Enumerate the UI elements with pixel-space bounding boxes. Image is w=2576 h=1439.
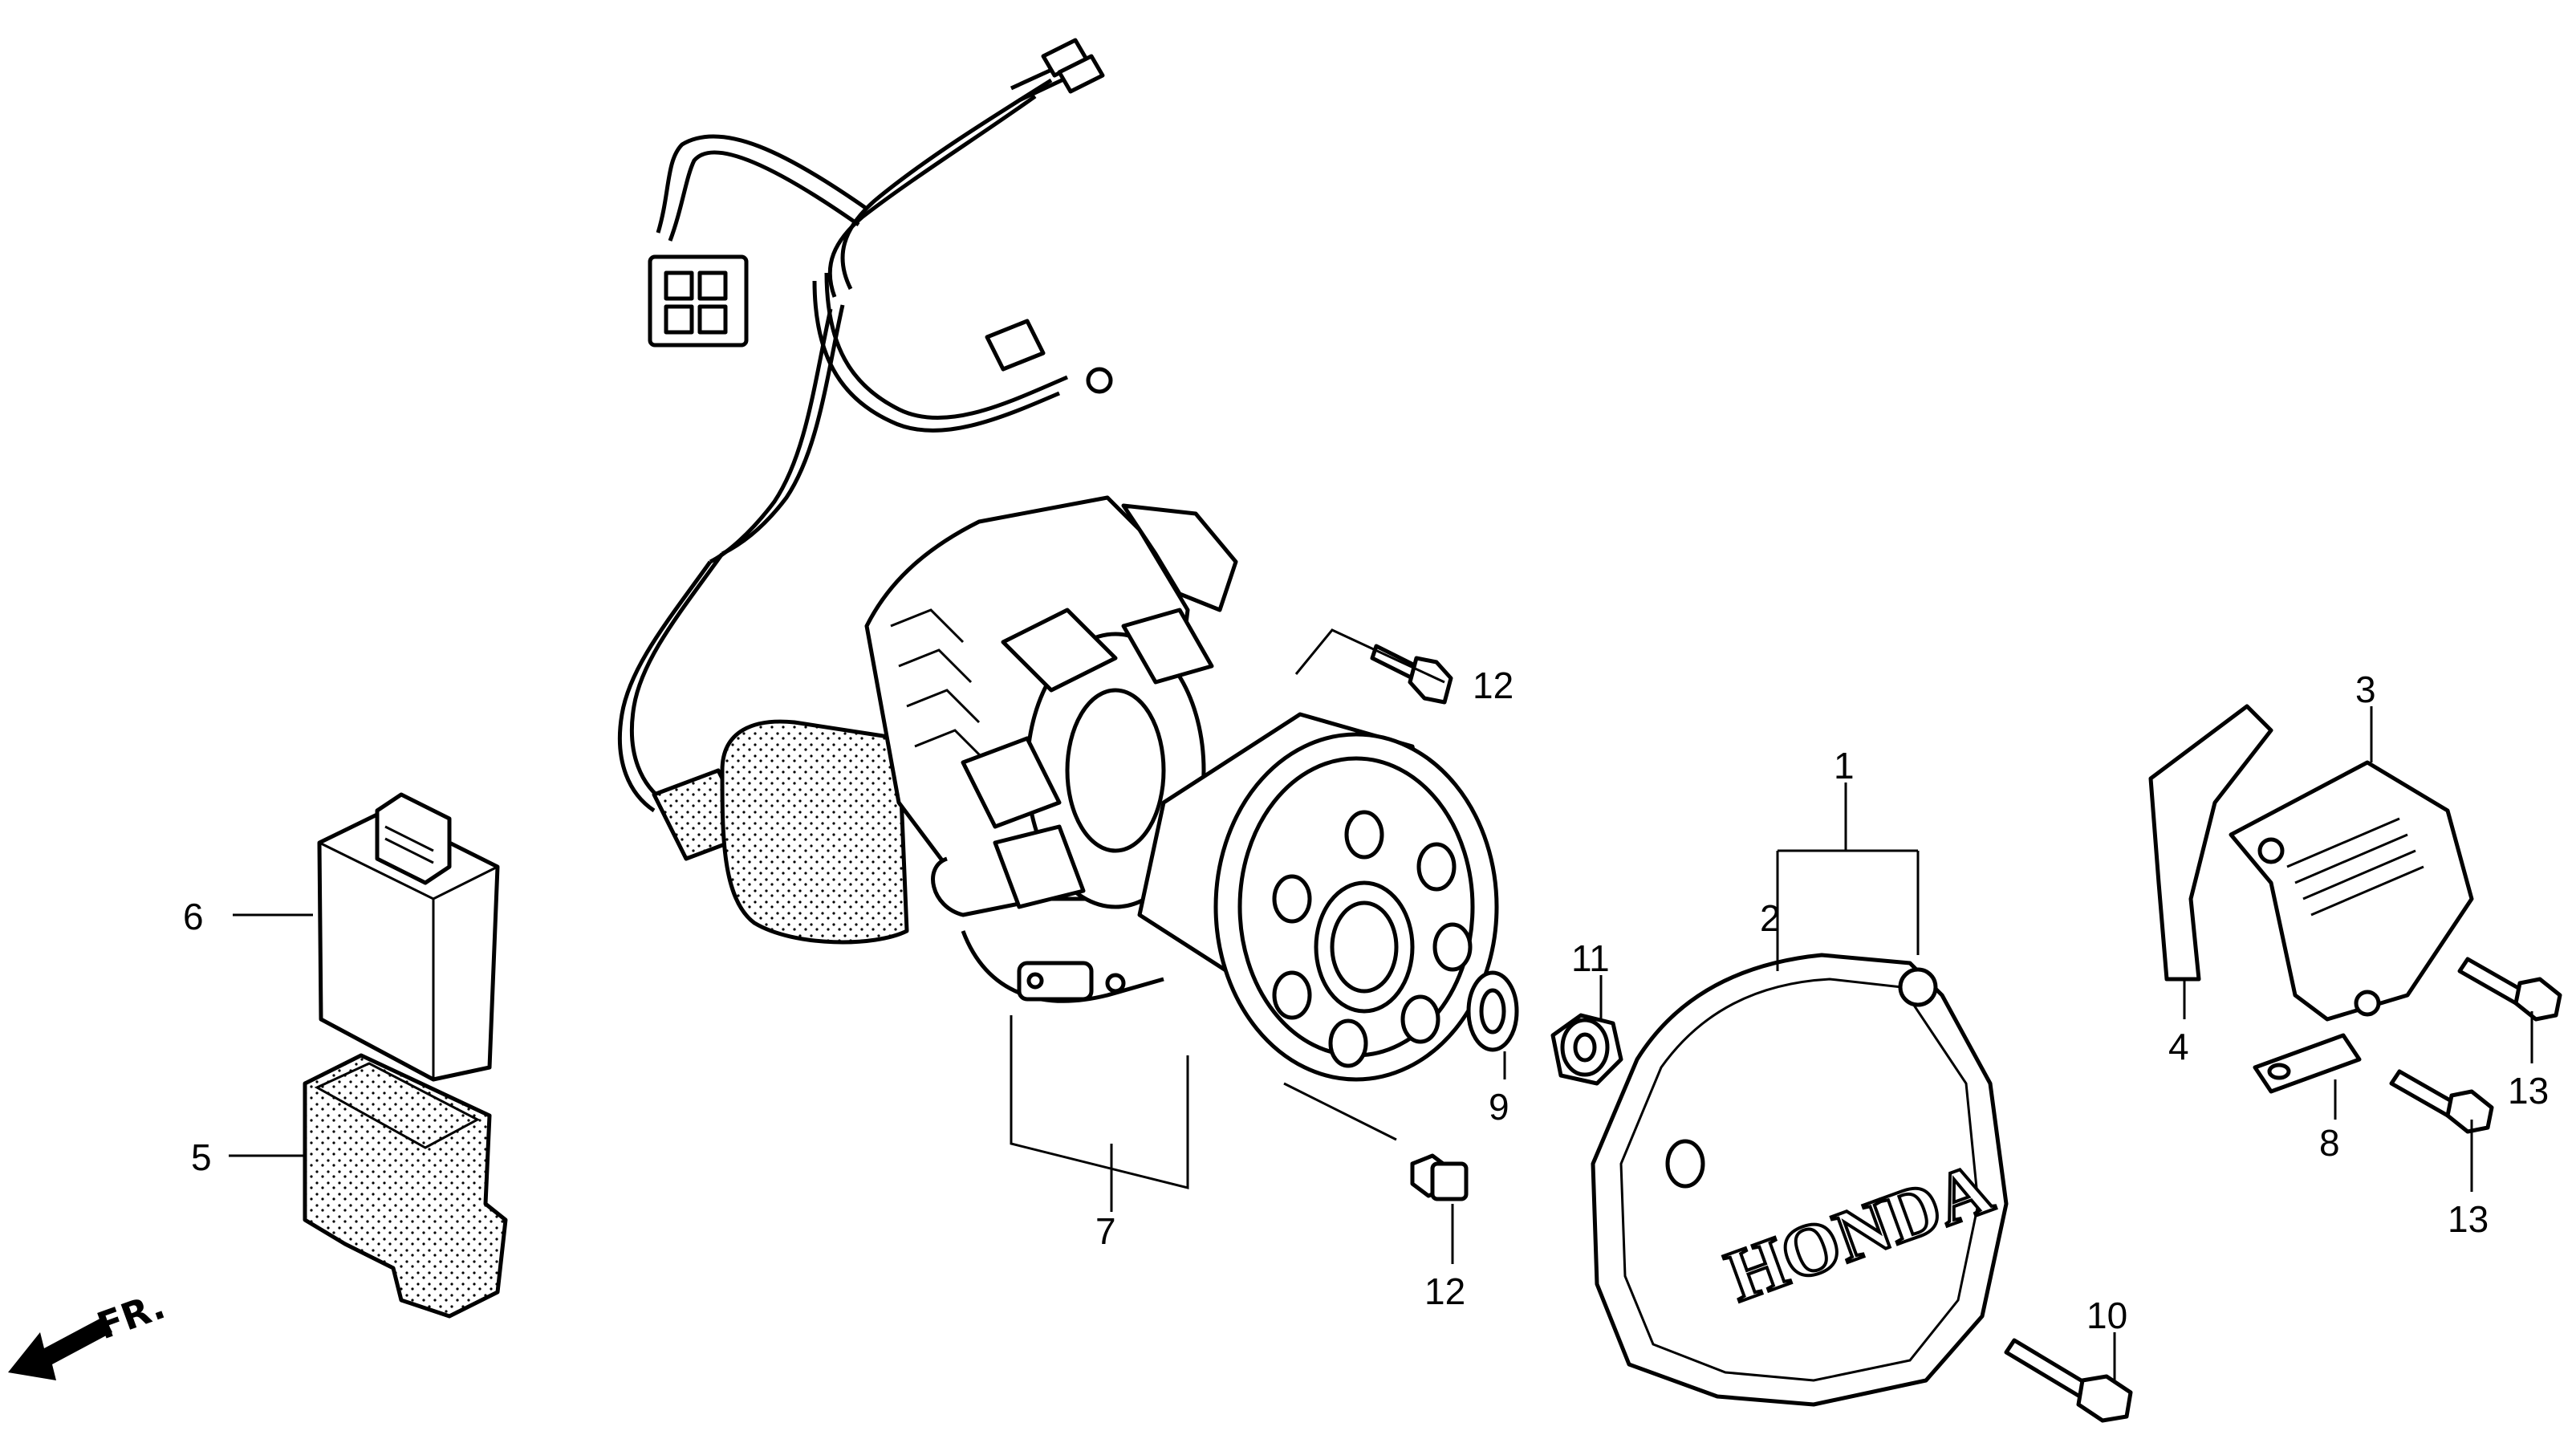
callout-12-upper: 12 (1473, 665, 1514, 706)
callout-12-lower: 12 (1424, 1270, 1465, 1312)
bolt-guard-lower (2389, 1069, 2494, 1134)
callout-labels: 1 2 3 4 5 6 7 8 9 10 11 12 12 13 13 (183, 665, 2549, 1336)
front-direction-indicator: FR. (8, 1284, 170, 1380)
callout-1: 1 (1834, 745, 1855, 787)
gasket (2148, 704, 2273, 982)
callout-7: 7 (1095, 1210, 1116, 1252)
washer (1466, 970, 1519, 1052)
callout-2: 2 (1760, 897, 1781, 939)
setting-plate (2253, 1033, 2362, 1094)
callout-3: 3 (2355, 669, 2376, 710)
front-direction-label: FR. (91, 1284, 171, 1348)
front-arrow-icon (8, 1316, 112, 1380)
wire-harness (617, 38, 1113, 861)
cdi-unit (317, 792, 500, 1082)
long-bolt (2004, 1338, 2133, 1423)
cdi-rubber-mount (303, 1053, 508, 1319)
callout-13-lower: 13 (2448, 1198, 2489, 1240)
callout-5: 5 (191, 1136, 212, 1178)
callout-11: 11 (1571, 937, 1610, 979)
sprocket-guard (2229, 760, 2474, 1022)
callout-13-upper: 13 (2508, 1070, 2549, 1112)
leader-lines (229, 628, 2533, 1380)
callout-4: 4 (2168, 1026, 2189, 1067)
callout-8: 8 (2319, 1122, 2340, 1164)
callout-6: 6 (183, 896, 204, 937)
flange-nut (1550, 1013, 1623, 1086)
bolt-guard-upper (2457, 957, 2562, 1022)
callout-10: 10 (2086, 1295, 2127, 1336)
callout-9: 9 (1489, 1086, 1509, 1128)
left-crankcase-cover: HONDA (1591, 953, 2009, 1407)
bolt-lower (1410, 1153, 1469, 1201)
stator-assembly (720, 495, 1238, 1003)
flywheel-rotor (1137, 712, 1499, 1082)
